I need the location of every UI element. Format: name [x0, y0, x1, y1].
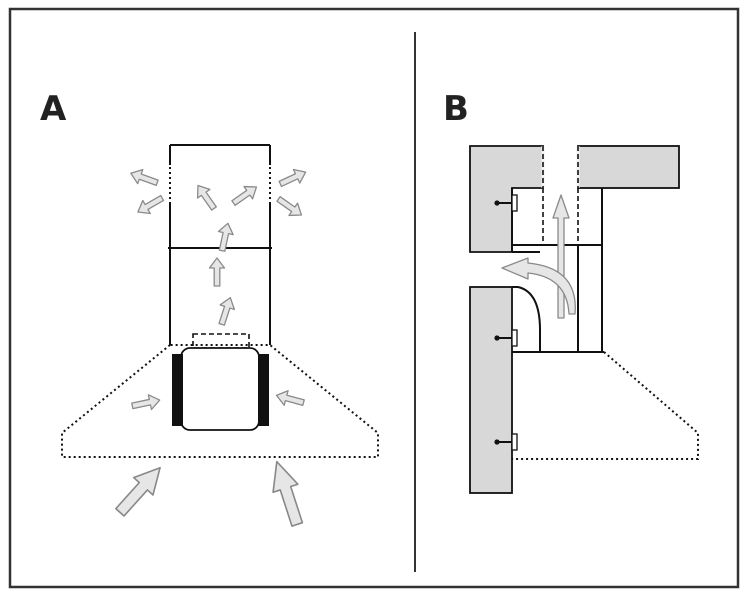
airflow-arrow — [208, 257, 226, 287]
airflow-arrow — [196, 184, 217, 211]
airflow-arrow-up — [552, 194, 570, 319]
airflow-arrow — [130, 168, 159, 187]
airflow-arrow — [217, 222, 234, 252]
wall-hood-airflow — [501, 194, 576, 319]
intake-arrows — [131, 390, 305, 411]
side-filter-right — [258, 354, 269, 426]
diagram-border — [8, 7, 740, 589]
duct-bend — [512, 286, 541, 352]
ceiling-wall-left — [469, 145, 544, 253]
airflow-arrow — [231, 185, 258, 206]
hood-canopy — [512, 351, 699, 460]
exhaust-arrows — [130, 168, 307, 217]
screw — [494, 194, 518, 212]
airflow-arrow — [137, 194, 165, 215]
airflow-arrow — [278, 168, 307, 188]
airflow-arrow — [131, 394, 161, 411]
airflow-arrow — [276, 196, 303, 217]
ceiling-right — [577, 145, 680, 189]
screw — [494, 433, 518, 451]
wall-lower — [469, 286, 513, 494]
upper-chimney — [168, 144, 272, 249]
screw — [494, 329, 518, 347]
airflow-arrow — [218, 297, 236, 326]
panel-a-island-hood — [61, 144, 379, 527]
panel-label-b: B — [443, 89, 469, 129]
airflow-arrow — [275, 390, 305, 406]
large-airflow-arrow — [272, 460, 304, 527]
side-filter-left — [172, 354, 183, 426]
panel-label-a: A — [40, 89, 67, 129]
lower-chimney — [169, 248, 271, 345]
large-airflow-arrow — [115, 466, 161, 517]
panel-b-wall-hood — [469, 145, 699, 494]
rising-arrows — [208, 222, 236, 326]
cooking-fume-arrows — [115, 460, 304, 527]
airflow-arrow-curved — [501, 257, 576, 315]
fan-motor-unit — [180, 347, 260, 431]
mounting-screws — [494, 194, 518, 451]
